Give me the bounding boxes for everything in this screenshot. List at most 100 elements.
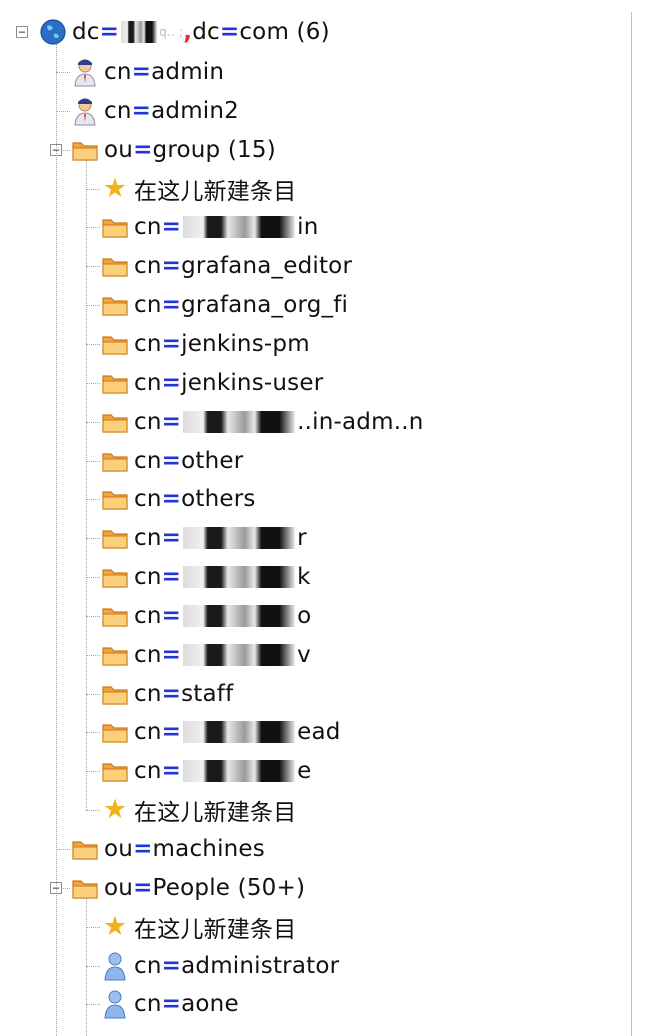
folder-icon — [100, 446, 130, 476]
new-entry-row[interactable]: ★在这儿新建条目 — [100, 172, 296, 206]
tree-node[interactable]: cn=o — [100, 599, 311, 633]
new-entry-row[interactable]: ★在这儿新建条目 — [100, 910, 296, 944]
redaction-block — [183, 605, 296, 627]
tree-guide-line — [86, 383, 100, 384]
attr-name: cn — [134, 448, 162, 474]
tree-node[interactable]: cn=in — [100, 210, 318, 244]
tree-guide-line — [86, 461, 100, 462]
tree-node[interactable]: cn=admin2 — [70, 94, 239, 128]
new-entry-text: 在这儿新建条目 — [134, 800, 297, 826]
tree-node[interactable]: cn=administrator — [100, 949, 339, 983]
equals-sign: = — [131, 59, 152, 85]
new-entry-text: 在这儿新建条目 — [134, 917, 297, 943]
folder-icon — [102, 297, 128, 316]
tree-node[interactable]: cn=grafana_editor — [100, 249, 352, 283]
star-icon: ★ — [102, 173, 128, 204]
node-label: cn=other — [134, 448, 243, 474]
tree-node[interactable]: cn=others — [100, 482, 256, 516]
node-label: cn=..in-adm..n — [134, 409, 424, 435]
tree-guide-line — [86, 422, 100, 423]
root-collapse-toggle[interactable]: − — [16, 26, 28, 38]
attr-value: admin — [151, 59, 225, 85]
attr-value: jenkins-user — [181, 370, 324, 396]
equals-sign: = — [161, 603, 182, 629]
root-attr-dc2: dc — [192, 19, 220, 45]
attr-name: cn — [134, 253, 162, 279]
equals-sign: = — [161, 719, 182, 745]
tree-node[interactable]: cn=r — [100, 521, 307, 555]
node-label: ou=People (50+) — [104, 875, 305, 901]
folder-icon — [102, 414, 128, 433]
equals-sign: = — [161, 448, 182, 474]
tree-guide-line — [86, 344, 100, 345]
attr-name: cn — [134, 331, 162, 357]
globe-icon — [38, 17, 68, 47]
tree-node[interactable]: cn=..in-adm..n — [100, 405, 424, 439]
star-icon: ★ — [102, 794, 128, 825]
star-icon: ★ — [100, 795, 130, 825]
folder-icon — [100, 212, 130, 242]
attr-value: others — [181, 486, 256, 512]
equals-sign: = — [131, 98, 152, 124]
tree-node[interactable]: cn=staff — [100, 677, 233, 711]
tree-guide-line — [86, 927, 100, 928]
folder-icon — [72, 880, 98, 899]
root-label: dc=q.. ;,dc=com (6) — [72, 19, 330, 45]
folder-icon — [100, 640, 130, 670]
attr-name: cn — [104, 98, 132, 124]
tree-node[interactable]: ou=People (50+) — [70, 871, 305, 905]
equals-sign: = — [133, 875, 153, 901]
equals-sign: = — [161, 953, 182, 979]
folder-icon — [100, 562, 130, 592]
attr-name: cn — [134, 642, 162, 668]
folder-icon — [102, 686, 128, 705]
attr-name: cn — [134, 719, 162, 745]
redaction-block — [183, 721, 296, 743]
tree-node[interactable]: cn=grafana_org_fi — [100, 288, 348, 322]
folder-icon — [102, 453, 128, 472]
star-icon: ★ — [102, 911, 128, 942]
folder-icon — [102, 491, 128, 510]
tree-node[interactable]: cn=other — [100, 444, 243, 478]
tree-guide-line — [56, 72, 70, 73]
folder-icon — [70, 135, 100, 165]
new-entry-row[interactable]: ★在这儿新建条目 — [100, 793, 296, 827]
tree-node[interactable]: cn=v — [100, 638, 311, 672]
tree-node[interactable]: cn=e — [100, 754, 311, 788]
folder-icon — [100, 717, 130, 747]
attr-name: cn — [134, 758, 162, 784]
tree-node[interactable]: cn=jenkins-pm — [100, 327, 310, 361]
tree-node[interactable]: cn= ead — [100, 715, 341, 749]
equals-sign: = — [161, 681, 182, 707]
pane-divider[interactable] — [631, 12, 632, 1036]
admin-user-icon — [74, 98, 96, 126]
redaction-block — [183, 527, 296, 549]
node-label: cn=others — [134, 486, 256, 512]
attr-name: cn — [134, 681, 162, 707]
folder-icon — [100, 484, 130, 514]
new-entry-text: 在这儿新建条目 — [134, 179, 297, 205]
attr-value: ead — [297, 719, 341, 745]
equals-sign: = — [161, 331, 182, 357]
node-label: 在这儿新建条目 — [134, 793, 296, 827]
attr-name: cn — [134, 564, 162, 590]
equals-sign: = — [161, 525, 182, 551]
folder-icon — [72, 841, 98, 860]
attr-value: administrator — [181, 953, 340, 979]
tree-node[interactable]: cn=aone — [100, 987, 239, 1021]
folder-icon — [100, 290, 130, 320]
tree-guide-line — [56, 849, 70, 850]
tree-node[interactable]: cn=k — [100, 560, 311, 594]
attr-name: cn — [134, 292, 162, 318]
node-label: cn=v — [134, 642, 311, 668]
attr-value: admin2 — [151, 98, 240, 124]
tree-root[interactable]: dc=q.. ;,dc=com (6) — [38, 15, 330, 49]
folder-icon — [100, 329, 130, 359]
tree-node[interactable]: cn=admin — [70, 55, 224, 89]
tree-node[interactable]: ou=group (15) — [70, 133, 276, 167]
attr-name: cn — [134, 603, 162, 629]
folder-icon — [102, 375, 128, 394]
tree-node[interactable]: ou=machines — [70, 832, 265, 866]
attr-value: machines — [152, 836, 265, 862]
tree-node[interactable]: cn=jenkins-user — [100, 366, 323, 400]
